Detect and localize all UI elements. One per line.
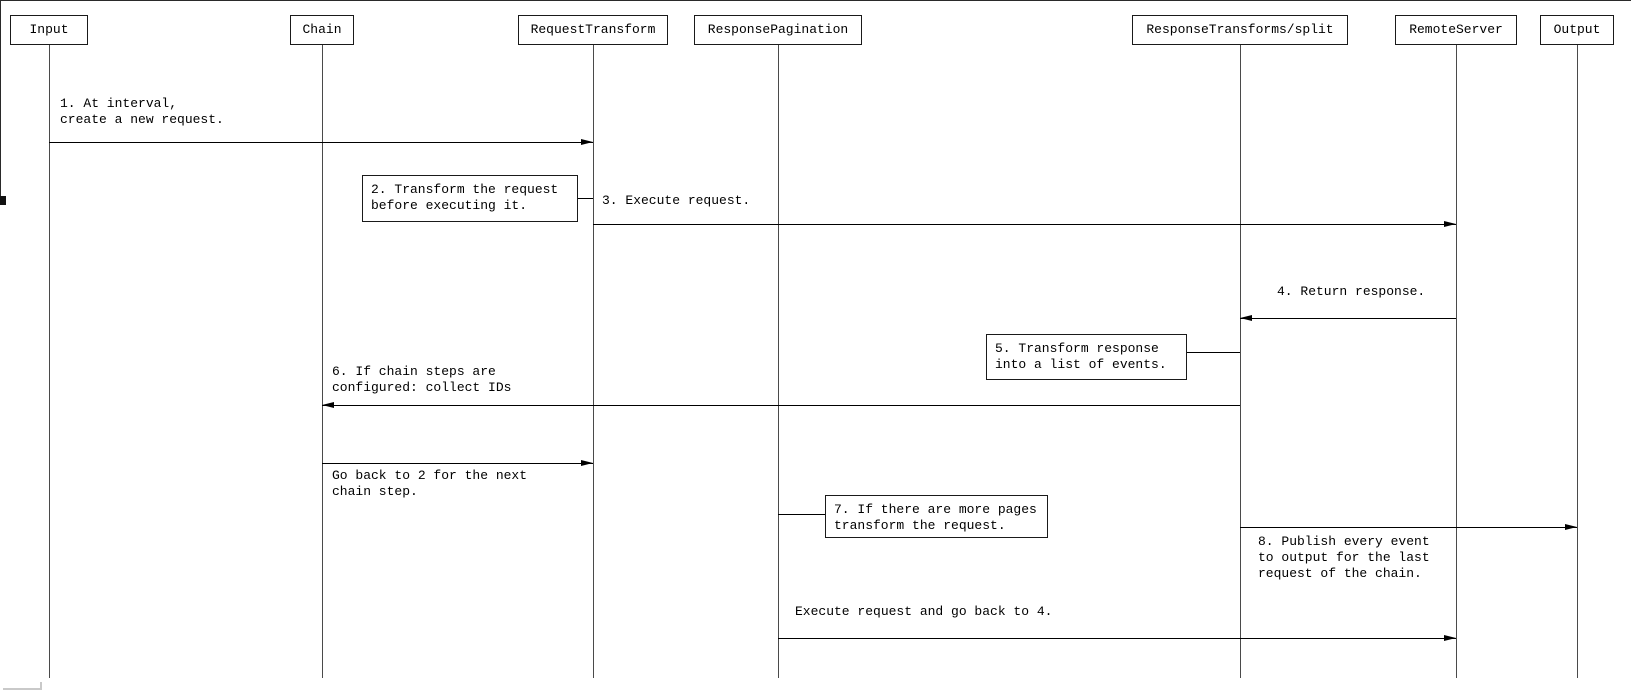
note-7-more-pages-line: transform the request.: [834, 518, 1006, 533]
msg-3-execute-request-line: [593, 224, 1456, 225]
msg-1-create-request-label-line: 1. At interval,: [60, 96, 178, 111]
msg-3-execute-request-label: 3. Execute request.: [602, 193, 750, 209]
participant-requesttransform: RequestTransform: [518, 15, 668, 45]
msg-go-back-to-2-arrowhead: [581, 460, 593, 466]
participant-label-remoteserver: RemoteServer: [1409, 22, 1503, 37]
msg-go-back-to-2-line: [322, 463, 593, 464]
msg-execute-go-back-to-4-arrowhead: [1444, 635, 1456, 641]
msg-3-execute-request-arrowhead: [1444, 221, 1456, 227]
left-edge-tick: [0, 196, 6, 205]
msg-4-return-response-arrowhead: [1240, 315, 1252, 321]
msg-execute-go-back-to-4-line: [778, 638, 1456, 639]
participant-output: Output: [1540, 15, 1614, 45]
msg-6-collect-ids-arrowhead: [322, 402, 334, 408]
scrollbar-corner-mark-h: [3, 688, 41, 690]
msg-8-publish-events-line: [1240, 527, 1577, 528]
participant-input: Input: [10, 15, 88, 45]
msg-8-publish-events-label-line: request of the chain.: [1258, 566, 1422, 581]
participant-responsetransforms-split: ResponseTransforms/split: [1132, 15, 1348, 45]
msg-6-collect-ids-label-line: configured: collect IDs: [332, 380, 512, 395]
msg-4-return-response-label-line: 4. Return response.: [1277, 284, 1426, 299]
lifeline-responsepagination: [778, 45, 779, 678]
note-2-transform-request-connector: [578, 198, 593, 199]
note-5-transform-response-connector: [1187, 352, 1240, 353]
msg-1-create-request-arrowhead: [581, 139, 593, 145]
msg-8-publish-events-arrowhead: [1565, 524, 1577, 530]
canvas-left-border: [0, 0, 1, 200]
note-5-transform-response-line: into a list of events.: [995, 357, 1167, 372]
msg-4-return-response-label: 4. Return response.: [1277, 284, 1425, 300]
msg-go-back-to-2-label-line: Go back to 2 for the next: [332, 468, 528, 483]
msg-1-create-request-label: 1. At interval,create a new request.: [60, 96, 224, 128]
note-5-transform-response-line: 5. Transform response: [995, 341, 1159, 356]
lifeline-requesttransform: [593, 45, 594, 678]
participant-chain: Chain: [290, 15, 354, 45]
participant-label-input: Input: [29, 22, 69, 37]
msg-8-publish-events-label-line: to output for the last: [1258, 550, 1430, 565]
participant-label-output: Output: [1553, 22, 1601, 37]
note-7-more-pages-line: 7. If there are more pages: [834, 502, 1037, 517]
lifeline-output: [1577, 45, 1578, 678]
note-7-more-pages-connector: [778, 514, 825, 515]
participant-label-chain: Chain: [302, 22, 342, 37]
note-2-transform-request-line: 2. Transform the request: [371, 182, 559, 197]
msg-1-create-request-label-line: create a new request.: [60, 112, 224, 127]
msg-6-collect-ids-line: [322, 405, 1240, 406]
msg-go-back-to-2-label-line: chain step.: [332, 484, 418, 499]
participant-responsepagination: ResponsePagination: [694, 15, 862, 45]
msg-8-publish-events-label-line: 8. Publish every event: [1258, 534, 1430, 549]
msg-4-return-response-line: [1240, 318, 1456, 319]
participant-remoteserver: RemoteServer: [1395, 15, 1517, 45]
lifeline-responsetransforms-split: [1240, 45, 1241, 678]
participant-label-responsepagination: ResponsePagination: [707, 22, 849, 37]
canvas-top-border: [0, 0, 1631, 1]
msg-3-execute-request-label-line: 3. Execute request.: [602, 193, 751, 208]
msg-execute-go-back-to-4-label: Execute request and go back to 4.: [795, 604, 1052, 620]
msg-execute-go-back-to-4-label-line: Execute request and go back to 4.: [795, 604, 1053, 619]
lifeline-input: [49, 45, 50, 678]
msg-1-create-request-line: [49, 142, 593, 143]
note-2-transform-request-line: before executing it.: [371, 198, 528, 213]
lifeline-remoteserver: [1456, 45, 1457, 678]
lifeline-chain: [322, 45, 323, 678]
participant-label-requesttransform: RequestTransform: [530, 22, 656, 37]
participant-label-responsetransforms-split: ResponseTransforms/split: [1146, 22, 1334, 37]
scrollbar-corner-mark-v: [40, 682, 42, 690]
msg-6-collect-ids-label-line: 6. If chain steps are: [332, 364, 496, 379]
